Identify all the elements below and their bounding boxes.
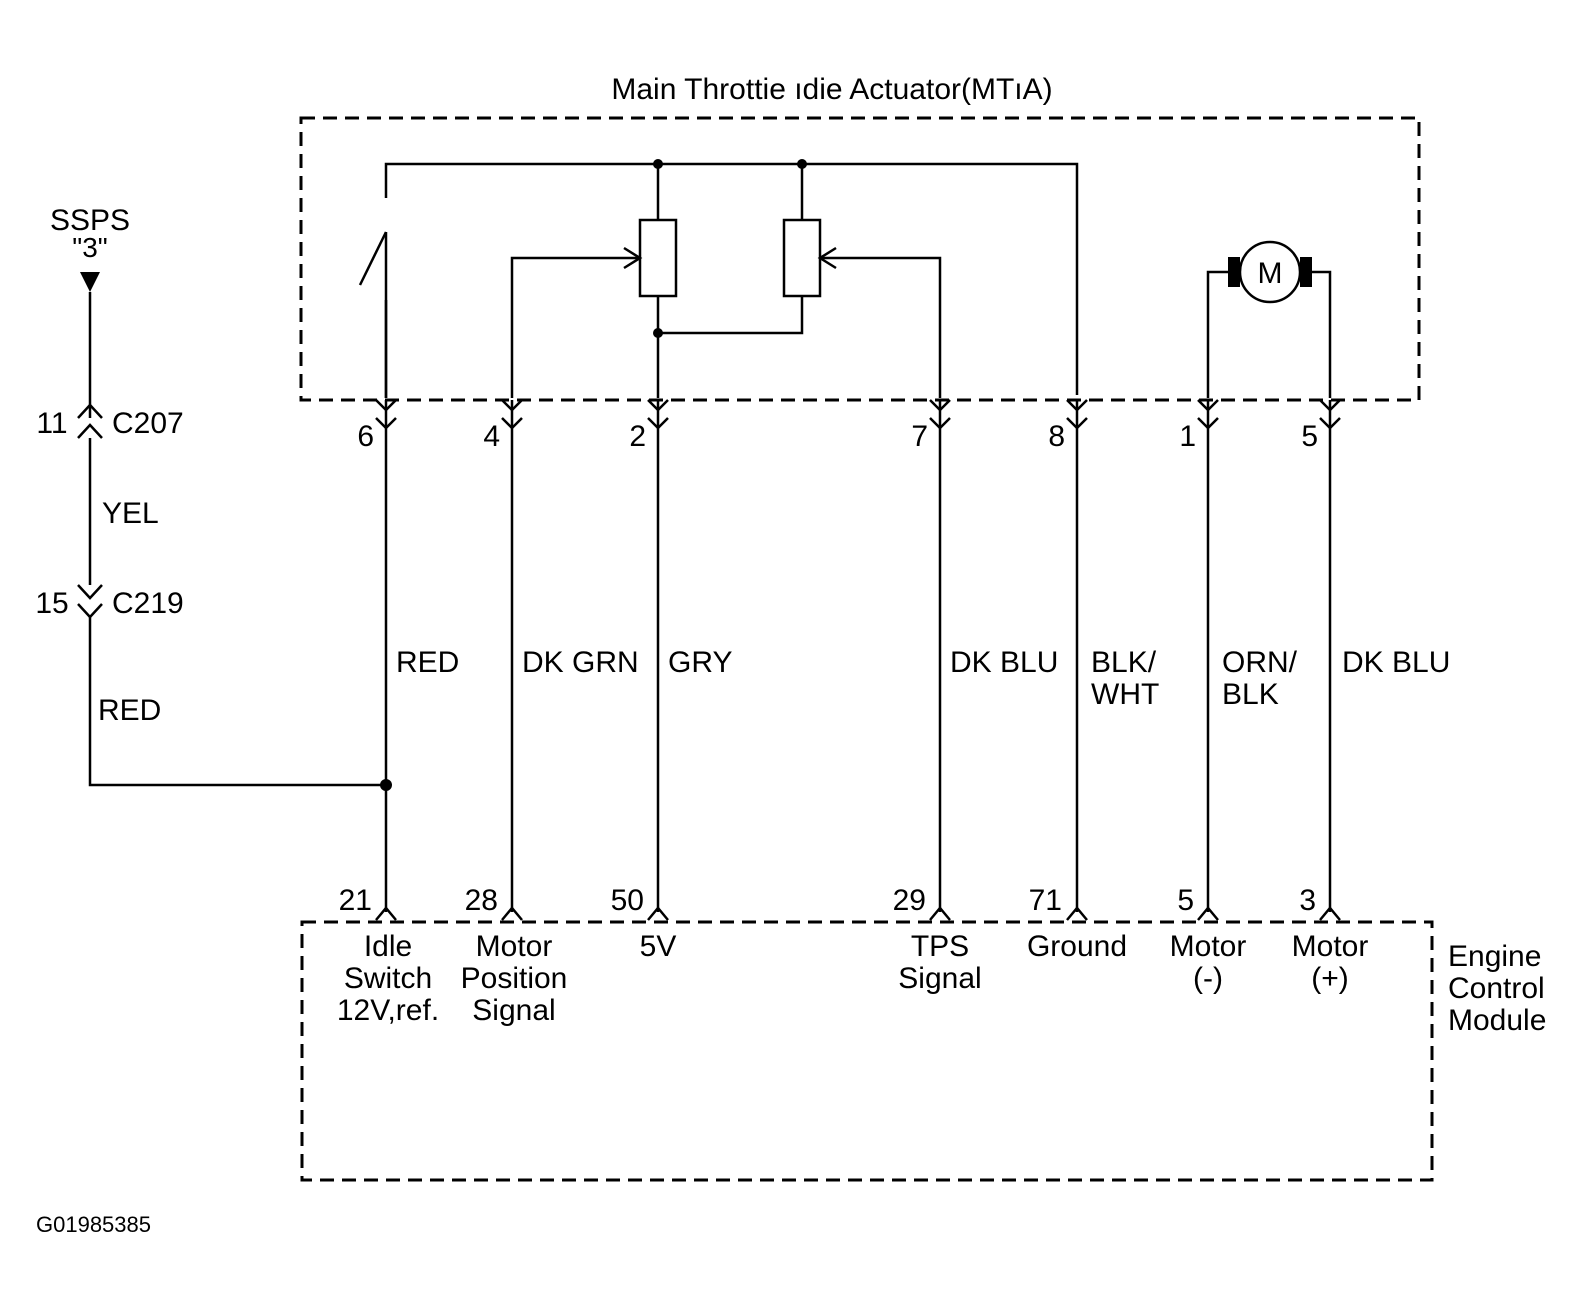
ssps-circuit: SSPS "3" 11 C207 YEL 15 C219 RED	[35, 204, 392, 791]
mtia-connector-chevron	[1066, 417, 1088, 430]
ecm-function-label: Signal	[898, 962, 981, 995]
wire-color-label: DK GRN	[522, 646, 639, 679]
mtia-pin-number: 6	[357, 420, 374, 453]
ecm-box	[300, 920, 1434, 1182]
junction-dot	[797, 159, 807, 169]
ecm-pin-number: 28	[465, 884, 498, 917]
idle-switch-symbol	[358, 198, 389, 398]
mtia-box	[299, 116, 1421, 402]
mtia-pin-number: 1	[1179, 420, 1196, 453]
wire-color-label: RED	[396, 646, 459, 679]
ecm-pin-number: 71	[1029, 884, 1062, 917]
ecm-name-line: Control	[1448, 972, 1545, 1005]
wire-color-label: ORN/	[1222, 646, 1298, 679]
mtia-pin-number: 2	[629, 420, 646, 453]
mtia-connector-chevron	[1319, 417, 1341, 430]
ecm-connector-chevron	[1319, 906, 1341, 921]
wire-color-label: BLK	[1222, 678, 1279, 711]
ecm-pin-number: 5	[1177, 884, 1194, 917]
mtia-connector-chevron	[501, 399, 523, 412]
mtia-connector-chevron	[1066, 399, 1088, 412]
ecm-function-label: Motor	[1170, 930, 1247, 963]
mtia-connector-chevron	[375, 399, 397, 412]
c219-label: C219	[112, 587, 184, 620]
ecm-function-label: Motor	[1292, 930, 1369, 963]
ecm-pin-number: 50	[611, 884, 644, 917]
mtia-internal-circuit: M	[358, 159, 1332, 398]
ecm-function-label: Idle	[364, 930, 412, 963]
ecm-name-line: Module	[1448, 1004, 1546, 1037]
ecm-function-label: (-)	[1193, 962, 1223, 995]
wire-color-label: DK BLU	[950, 646, 1058, 679]
mtia-pin-number: 5	[1301, 420, 1318, 453]
mtia-connector-chevron	[929, 399, 951, 412]
mtia-connector-chevron	[1197, 417, 1219, 430]
ecm-function-label: 5V	[640, 930, 677, 963]
mtia-connector-chevron	[1197, 399, 1219, 412]
mtia-connector-chevron	[647, 417, 669, 430]
ecm-function-label: 12V,ref.	[337, 994, 439, 1027]
ssps-triangle-icon	[80, 272, 100, 292]
ecm-connector-chevron	[1197, 906, 1219, 921]
mtia-connector-chevron	[501, 417, 523, 430]
ecm-name: Engine Control Module	[1448, 940, 1546, 1037]
ssps-sub-label: "3"	[72, 232, 107, 263]
motor-position-potentiometer	[510, 164, 678, 398]
ecm-function-label: Position	[461, 962, 568, 995]
ecm-function-label: Motor	[476, 930, 553, 963]
mtia-connector-chevron	[647, 399, 669, 412]
junction-dot	[653, 159, 663, 169]
wire-color-label: DK BLU	[1342, 646, 1450, 679]
ecm-function-label: Ground	[1027, 930, 1127, 963]
diagram-title: Main Throttie ıdie Actuator(MTıA)	[611, 73, 1052, 106]
mtia-connector-chevron	[1319, 399, 1341, 412]
ecm-connector-chevron	[647, 906, 669, 921]
ecm-pin-number: 29	[893, 884, 926, 917]
ecm-function-label: (+)	[1311, 962, 1349, 995]
ecm-connector-chevron	[375, 906, 397, 921]
motor-label: M	[1258, 257, 1283, 290]
junction-dot	[653, 328, 663, 338]
ecm-connector-chevron	[501, 906, 523, 921]
c207-pin: 11	[36, 407, 67, 440]
wire-color-label: GRY	[668, 646, 732, 679]
ecm-function-label: Switch	[344, 962, 432, 995]
mtia-pin-number: 7	[911, 420, 928, 453]
mtia-connector-chevron	[375, 417, 397, 430]
c219-pin: 15	[35, 587, 68, 620]
figure-id: G01985385	[36, 1212, 151, 1237]
mtia-pin-number: 8	[1048, 420, 1065, 453]
mtia-pin-number: 4	[483, 420, 500, 453]
ecm-connector-chevron	[929, 906, 951, 921]
ecm-pin-number: 21	[339, 884, 372, 917]
red-wire-label: RED	[98, 694, 161, 727]
mtia-connector-chevron	[929, 417, 951, 430]
c207-label: C207	[112, 407, 184, 440]
wire-color-label: WHT	[1091, 678, 1159, 711]
idle-motor-symbol: M	[1206, 240, 1332, 398]
yel-wire-label: YEL	[102, 497, 159, 530]
wire-color-label: BLK/	[1091, 646, 1157, 679]
ecm-pin-number: 3	[1299, 884, 1316, 917]
ecm-connector-chevron	[1066, 906, 1088, 921]
ecm-function-label: Signal	[472, 994, 555, 1027]
ecm-name-line: Engine	[1448, 940, 1541, 973]
tps-potentiometer	[658, 164, 942, 398]
ssps-label: SSPS	[50, 204, 130, 237]
ecm-function-label: TPS	[911, 930, 969, 963]
